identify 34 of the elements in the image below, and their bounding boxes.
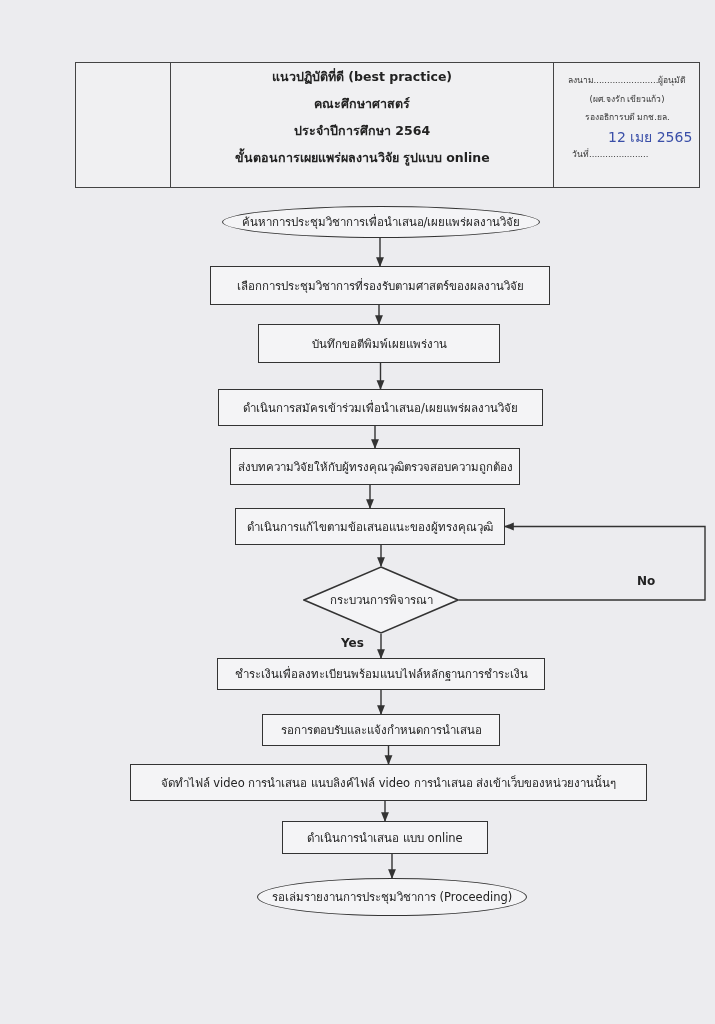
process-box: ชำระเงินเพื่อลงทะเบียนพร้อมแนบไฟล์หลักฐานการชำระเงิน xyxy=(217,658,545,690)
decision-diamond: กระบวนการพิจารณา xyxy=(303,566,459,634)
edge-label: Yes xyxy=(339,636,366,650)
arrow xyxy=(384,745,393,765)
header-title: ประจำปีการศึกษา 2564 xyxy=(294,124,431,139)
arrow xyxy=(366,484,374,509)
signer-position: รองอธิการบดี มกช.ยล. xyxy=(584,113,670,123)
process-box: บันทึกขอตีพิมพ์เผยแพร่งาน xyxy=(258,324,500,363)
signature-line: ลงนาม........................ผู้อนุมัติ xyxy=(567,76,687,86)
process-box: เลือกการประชุมวิชาการที่รองรับตามศาสตร์ของผลงานวิจัย xyxy=(210,266,550,305)
arrow xyxy=(381,800,389,822)
arrow xyxy=(377,633,385,659)
edge-label: No xyxy=(635,574,658,588)
arrow xyxy=(375,304,383,325)
arrow xyxy=(371,425,379,449)
arrow xyxy=(458,522,706,601)
process-box: รอการตอบรับและแจ้งกำหนดการนำเสนอ xyxy=(262,714,500,746)
process-box: ดำเนินการแก้ไขตามข้อเสนอแนะของผู้ทรงคุณวุฒิ xyxy=(235,508,505,545)
arrow xyxy=(377,689,385,715)
signer-name: (ผศ.จงรัก เขียวแก้ว) xyxy=(589,95,665,105)
arrow xyxy=(376,237,384,267)
process-box: ดำเนินการสมัครเข้าร่วมเพื่อนำเสนอ/เผยแพร่ผลงานวิจัย xyxy=(218,389,543,426)
header-title: คณะศึกษาศาสตร์ xyxy=(314,97,410,112)
terminal-ellipse: ค้นหาการประชุมวิชาการเพื่อนำเสนอ/เผยแพร่ผลงานวิจัย xyxy=(222,206,540,238)
arrow xyxy=(388,853,396,879)
arrow xyxy=(377,544,385,567)
header-title: แนวปฏิบัติที่ดี (best practice) xyxy=(272,70,453,85)
terminal-ellipse: รอเล่มรายงานการประชุมวิชาการ (Proceeding) xyxy=(257,878,527,916)
date-line: วันที่...................... xyxy=(572,150,649,160)
process-box: ส่งบทความวิจัยให้กับผู้ทรงคุณวุฒิตรวจสอบความถูกต้อง xyxy=(230,448,520,485)
arrow xyxy=(376,362,385,390)
handwritten-date: 12 เมย 2565 xyxy=(608,129,693,146)
process-box: ดำเนินการนำเสนอ แบบ online xyxy=(282,821,488,854)
process-box: จัดทำไฟล์ video การนำเสนอ แนบลิงค์ไฟล์ video การนำเสนอ ส่งเข้าเว็บของหน่วยงานนั้นๆ xyxy=(130,764,647,801)
